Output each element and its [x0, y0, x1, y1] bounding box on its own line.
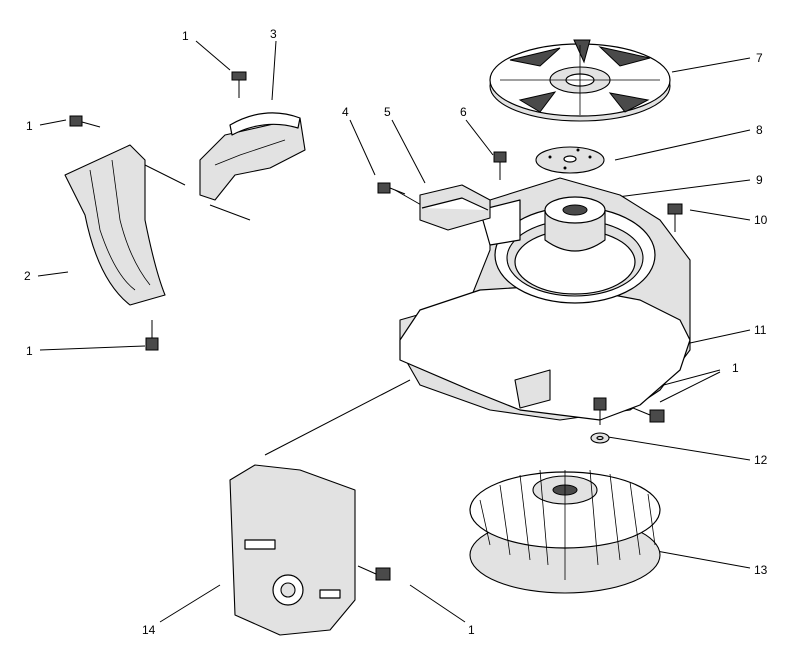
- callout-numbers: 1 3 1 2 1 4 5 6 7 8 9 10 11 1 12 13 1 14: [24, 27, 768, 637]
- callout-1: 1: [468, 623, 475, 637]
- callout-1: 1: [182, 29, 189, 43]
- cooling-screen: [489, 39, 671, 122]
- callout-6: 6: [460, 105, 467, 119]
- callout-1: 1: [26, 119, 33, 133]
- flywheel: [469, 469, 661, 594]
- callout-5: 5: [384, 105, 391, 119]
- callout-14: 14: [142, 623, 156, 637]
- leader-lines: [37, 40, 751, 623]
- shield: [64, 144, 166, 306]
- callout-9: 9: [756, 173, 763, 187]
- callout-7: 7: [756, 51, 763, 65]
- callout-11: 11: [754, 323, 767, 337]
- bolts: [69, 71, 683, 581]
- callout-8: 8: [756, 123, 763, 137]
- callout-10: 10: [754, 213, 768, 227]
- callout-2: 2: [24, 269, 31, 283]
- bracket: [199, 112, 306, 201]
- callout-1: 1: [26, 344, 33, 358]
- fan-hub: [544, 196, 606, 252]
- cover-plate: [419, 184, 491, 231]
- callout-12: 12: [754, 453, 768, 467]
- callout-13: 13: [754, 563, 768, 577]
- blower-housing: [399, 177, 691, 421]
- front-cover: [229, 464, 356, 636]
- callout-4: 4: [342, 105, 349, 119]
- gasket-plate: [535, 146, 605, 174]
- callout-1: 1: [732, 361, 739, 375]
- callout-3: 3: [270, 27, 277, 41]
- washer: [590, 432, 610, 444]
